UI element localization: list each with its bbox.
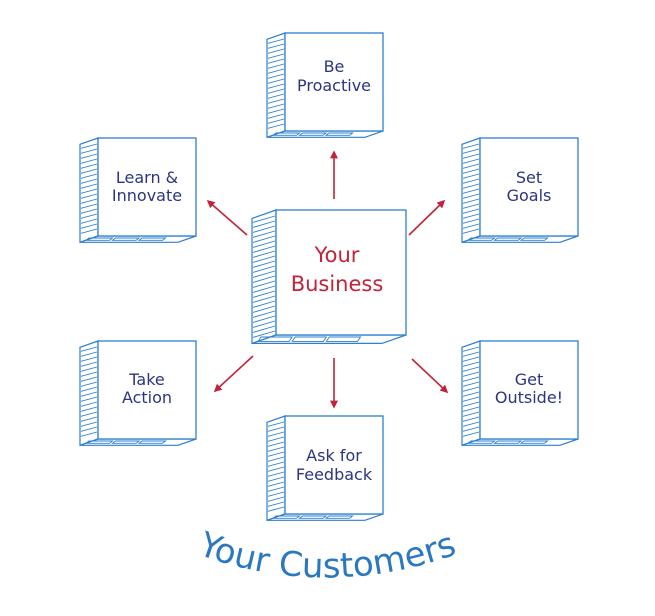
take-action-line2: Action	[122, 388, 172, 407]
arrow-to-learn-innovate	[206, 199, 248, 236]
box-be-proactive	[266, 32, 384, 139]
box-side-face	[461, 340, 481, 447]
ask-feedback-line1: Ask for	[306, 446, 362, 465]
footer-text: Your Customers	[193, 524, 460, 586]
box-side-hatch	[252, 215, 276, 338]
box-bottom-slots	[466, 440, 549, 444]
box-bottom-slots	[271, 132, 354, 136]
box-take-action	[79, 340, 197, 447]
center-line2: Business	[291, 272, 384, 296]
box-learn-innovate	[79, 137, 197, 244]
box-front-face	[97, 137, 197, 237]
box-front-face	[479, 137, 579, 237]
get-outside-line1: Get	[515, 370, 544, 389]
be-proactive-line1: Be	[324, 57, 345, 76]
box-set-goals	[461, 137, 579, 244]
set-goals-line1: Set	[516, 168, 542, 187]
ask-feedback-line2: Feedback	[296, 465, 373, 484]
arrow-to-get-outside	[411, 358, 449, 394]
get-outside-line2: Outside!	[495, 388, 563, 407]
arrow-to-set-goals	[408, 199, 446, 236]
box-bottom-slots	[84, 440, 167, 444]
box-bottom-slots	[84, 237, 167, 241]
take-action-line1: Take	[128, 370, 164, 389]
labels: Be Proactive Learn & Innovate Set Goals …	[112, 57, 563, 484]
box-side-hatch	[80, 346, 98, 437]
box-side-hatch	[80, 143, 98, 234]
be-proactive-line2: Proactive	[297, 76, 371, 95]
box-front-face	[284, 415, 384, 515]
box-side-face	[266, 415, 286, 522]
box-your-business	[251, 209, 407, 345]
box-side-hatch	[462, 143, 480, 234]
box-bottom-face	[251, 334, 407, 344]
box-side-face	[266, 32, 286, 139]
box-front-face	[284, 32, 384, 132]
box-side-hatch	[267, 421, 285, 512]
footer-your-customers: Your Customers	[193, 524, 460, 586]
arrow-to-take-action	[213, 355, 254, 393]
learn-innovate-line2: Innovate	[112, 186, 182, 205]
box-ask-feedback	[266, 415, 384, 522]
box-bottom-slots	[257, 336, 362, 342]
box-side-hatch	[267, 38, 285, 129]
box-side-face	[461, 137, 481, 244]
box-bottom-slots	[271, 515, 354, 519]
box-front-face	[97, 340, 197, 440]
box-side-hatch	[462, 346, 480, 437]
learn-innovate-line1: Learn &	[116, 168, 178, 187]
box-bottom-slots	[466, 237, 549, 241]
set-goals-line2: Goals	[507, 186, 552, 205]
box-front-face	[479, 340, 579, 440]
box-front-face	[275, 209, 407, 336]
box-get-outside	[461, 340, 579, 447]
box-side-face	[79, 137, 99, 244]
arrows	[206, 150, 449, 409]
center-line1: Your	[314, 243, 360, 267]
box-side-face	[79, 340, 99, 447]
